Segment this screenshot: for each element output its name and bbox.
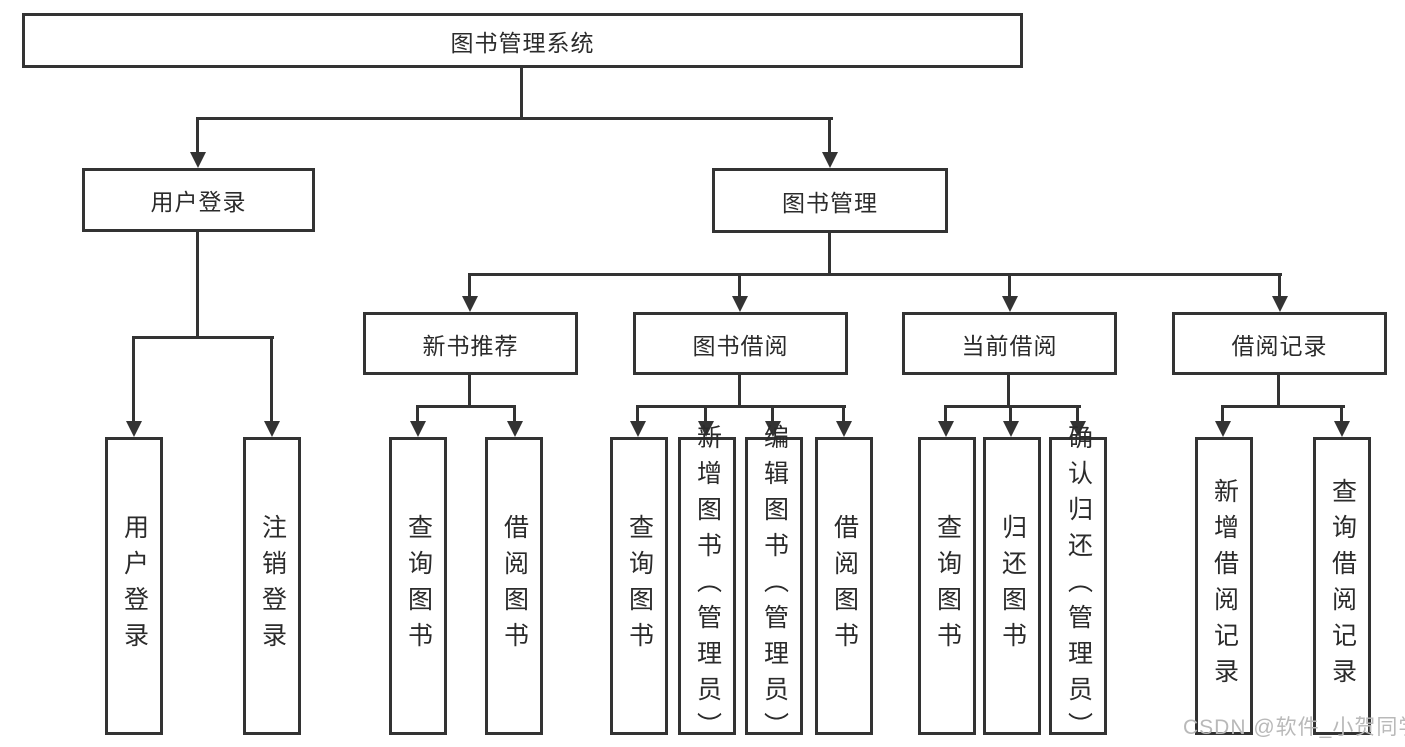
arrow-down-icon: [264, 421, 280, 437]
connector-vertical: [738, 375, 741, 408]
arrow-down-icon: [190, 152, 206, 168]
leaf-add-borrow-record: 新增借阅记录: [1195, 437, 1253, 735]
leaf-query-books: 查询图书: [610, 437, 668, 735]
connector-vertical: [1277, 375, 1280, 408]
arrow-down-icon: [1070, 421, 1086, 437]
leaf-label: 用户登录: [120, 514, 149, 658]
connector-book-management-vertical: [828, 233, 831, 276]
leaf-query-borrow-record: 查询借阅记录: [1313, 437, 1371, 735]
node-book-borrow: 图书借阅: [633, 312, 848, 375]
arrow-down-icon: [732, 296, 748, 312]
leaf-label: 新增图书（管理员）: [693, 424, 722, 747]
node-label: 当前借阅: [961, 332, 1058, 359]
leaf-label: 查询图书: [404, 514, 433, 658]
leaf-borrow-books: 借阅图书: [815, 437, 873, 735]
connector-horizontal: [636, 405, 846, 408]
node-label: 图书管理: [782, 189, 878, 216]
leaf-add-books-admin: 新增图书（管理员）: [678, 424, 736, 747]
leaf-label: 新增借阅记录: [1210, 478, 1239, 694]
connector-vertical: [1007, 375, 1010, 408]
node-borrow-record: 借阅记录: [1172, 312, 1387, 375]
connector-stem-leaf: [132, 336, 135, 421]
connector-horizontal: [944, 405, 1081, 408]
connector-horizontal: [1221, 405, 1345, 408]
leaf-label: 查询图书: [625, 514, 654, 658]
arrow-down-icon: [1002, 296, 1018, 312]
connector-stem-leaf: [636, 405, 639, 422]
leaf-label: 查询图书: [933, 514, 962, 658]
leaf-edit-books-admin: 编辑图书（管理员）: [745, 424, 803, 747]
connector-root-vertical: [520, 68, 523, 119]
arrow-down-icon: [462, 296, 478, 312]
node-book-management-system: 图书管理系统: [22, 13, 1023, 68]
arrow-down-icon: [410, 421, 426, 437]
csdn-watermark: CSDN @软件_小贺同学: [1183, 716, 1405, 739]
leaf-label: 确认归还（管理员）: [1064, 424, 1093, 747]
connector-stem-leaf: [513, 405, 516, 422]
connector-stem-user-login: [196, 117, 199, 153]
leaf-label: 注销登录: [258, 514, 287, 658]
arrow-down-icon: [938, 421, 954, 437]
leaf-query-books: 查询图书: [918, 437, 976, 735]
connector-user-login-horizontal: [132, 336, 274, 339]
node-label: 借阅记录: [1231, 332, 1328, 359]
arrow-down-icon: [1003, 421, 1019, 437]
connector-stem-leaf: [1076, 405, 1079, 422]
connector-root-horizontal: [196, 117, 833, 120]
connector-stem-leaf: [704, 405, 707, 422]
leaf-confirm-return-admin: 确认归还（管理员）: [1049, 424, 1107, 747]
connector-stem-borrow-record: [1278, 273, 1281, 297]
connector-stem-leaf: [771, 405, 774, 422]
node-label: 用户登录: [150, 189, 247, 215]
leaf-borrow-books: 借阅图书: [485, 437, 543, 735]
arrow-down-icon: [1334, 421, 1350, 437]
connector-stem-leaf: [1221, 405, 1224, 422]
arrow-down-icon: [822, 152, 838, 168]
connector-stem-book-borrow: [738, 273, 741, 297]
connector-stem-leaf: [1009, 405, 1012, 422]
arrow-down-icon: [1272, 296, 1288, 312]
connector-stem-leaf: [842, 405, 845, 422]
connector-stem-leaf: [944, 405, 947, 422]
connector-vertical: [468, 375, 471, 408]
connector-user-login-vertical: [196, 232, 199, 339]
node-label: 图书管理系统: [450, 29, 595, 56]
arrow-down-icon: [507, 421, 523, 437]
leaf-label: 查询借阅记录: [1328, 478, 1357, 694]
node-label: 图书借阅: [692, 332, 789, 359]
connector-stem-leaf: [270, 336, 273, 421]
node-current-borrow: 当前借阅: [902, 312, 1117, 375]
leaf-label: 编辑图书（管理员）: [760, 424, 789, 747]
connector-horizontal: [416, 405, 516, 408]
arrow-down-icon: [698, 421, 714, 437]
leaf-logout: 注销登录: [243, 437, 301, 735]
arrow-down-icon: [630, 421, 646, 437]
leaf-user-login: 用户登录: [105, 437, 163, 735]
arrow-down-icon: [1215, 421, 1231, 437]
node-new-book-recommend: 新书推荐: [363, 312, 578, 375]
node-book-management: 图书管理: [712, 168, 948, 233]
leaf-query-books: 查询图书: [389, 437, 447, 735]
leaf-label: 归还图书: [998, 514, 1027, 658]
arrow-down-icon: [836, 421, 852, 437]
node-label: 新书推荐: [422, 332, 519, 359]
arrow-down-icon: [126, 421, 142, 437]
connector-book-management-horizontal: [468, 273, 1282, 276]
connector-stem-leaf: [416, 405, 419, 422]
arrow-down-icon: [765, 421, 781, 437]
connector-stem-book-management: [828, 117, 831, 153]
connector-stem-leaf: [1340, 405, 1343, 422]
connector-stem-current-borrow: [1008, 273, 1011, 297]
leaf-label: 借阅图书: [830, 514, 859, 658]
leaf-return-books: 归还图书: [983, 437, 1041, 735]
connector-stem-new-book-recommend: [468, 273, 471, 297]
leaf-label: 借阅图书: [500, 514, 529, 658]
node-user-login: 用户登录: [82, 168, 315, 232]
